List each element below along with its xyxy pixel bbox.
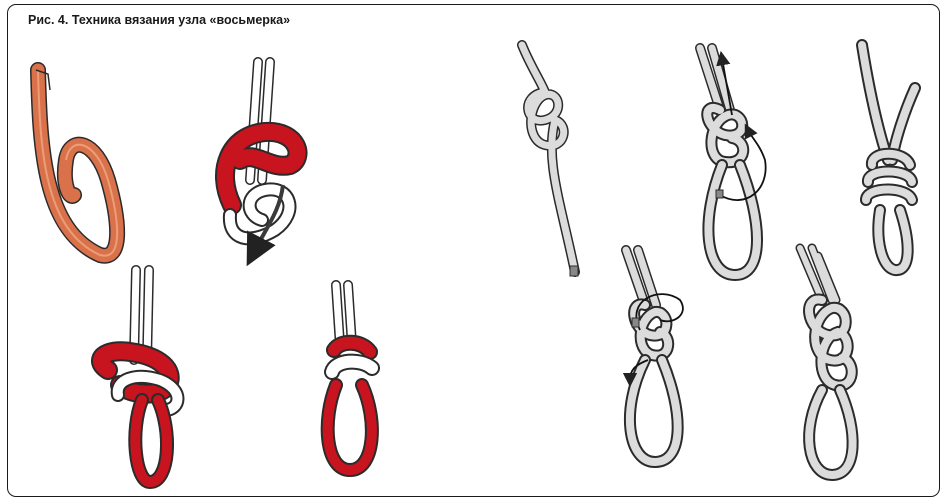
step-3-red-white-knot (101, 270, 178, 482)
step-1-orange-loop (36, 70, 117, 256)
step-4-red-white-finished (328, 285, 372, 470)
step-6-grey-thread-back (700, 48, 766, 275)
step-7-grey-finished-tied (862, 45, 915, 270)
step-5-grey-single-knot (522, 45, 578, 276)
step-2-red-white-wrap (225, 62, 298, 252)
step-9-grey-double-knot (800, 248, 853, 475)
step-8-grey-thread-loop (626, 250, 683, 462)
